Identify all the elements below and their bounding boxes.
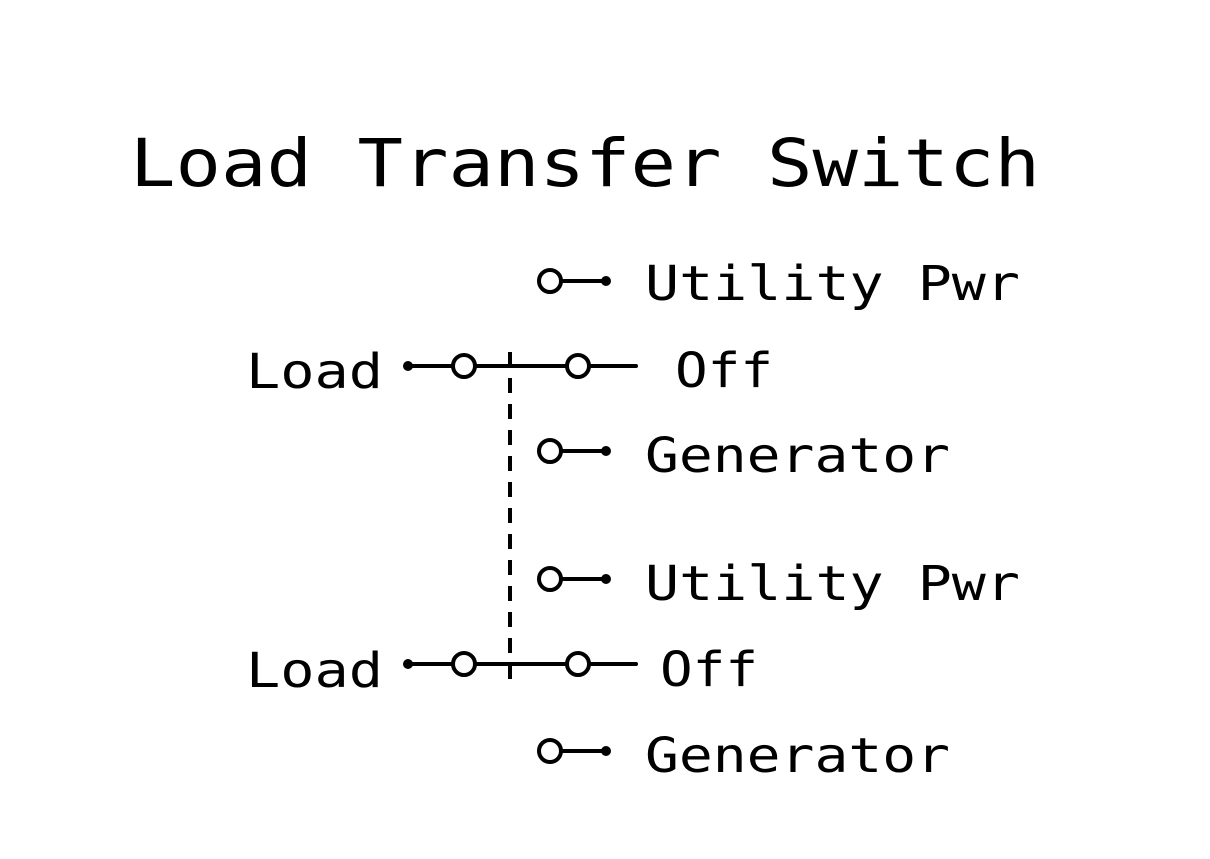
pole-1-off-label: Off	[675, 343, 773, 399]
pole-2-load-label: Load	[246, 643, 383, 699]
pole-1: Utility Pwr Load Off Generator	[246, 256, 1020, 484]
pole-2-common-terminal	[451, 651, 477, 677]
terminal-ring	[537, 738, 563, 764]
pole-2-off-terminal	[565, 651, 591, 677]
pole-2-generator-label: Generator	[645, 728, 950, 784]
terminal-dot	[601, 276, 611, 286]
pole-2-generator-terminal	[537, 738, 611, 764]
terminal-dot	[601, 574, 611, 584]
pole-1-generator-terminal	[537, 438, 611, 464]
pole-2-utility-label: Utility Pwr	[645, 556, 1020, 612]
terminal-ring	[537, 268, 563, 294]
pole-2: Utility Pwr Load Off Generator	[246, 556, 1020, 784]
pole-1-utility-terminal	[537, 268, 611, 294]
terminal-dot	[601, 446, 611, 456]
pole-1-generator-label: Generator	[645, 428, 950, 484]
pole-1-off-terminal	[565, 353, 591, 379]
terminal-ring	[537, 566, 563, 592]
pole-1-utility-label: Utility Pwr	[645, 256, 1020, 312]
pole-1-load-label: Load	[246, 344, 383, 400]
pole-1-common-terminal	[451, 353, 477, 379]
terminal-ring	[537, 438, 563, 464]
pole-2-utility-terminal	[537, 566, 611, 592]
diagram-title: Load Transfer Switch	[130, 125, 1040, 202]
pole-2-off-label: Off	[660, 642, 758, 698]
terminal-dot	[601, 746, 611, 756]
